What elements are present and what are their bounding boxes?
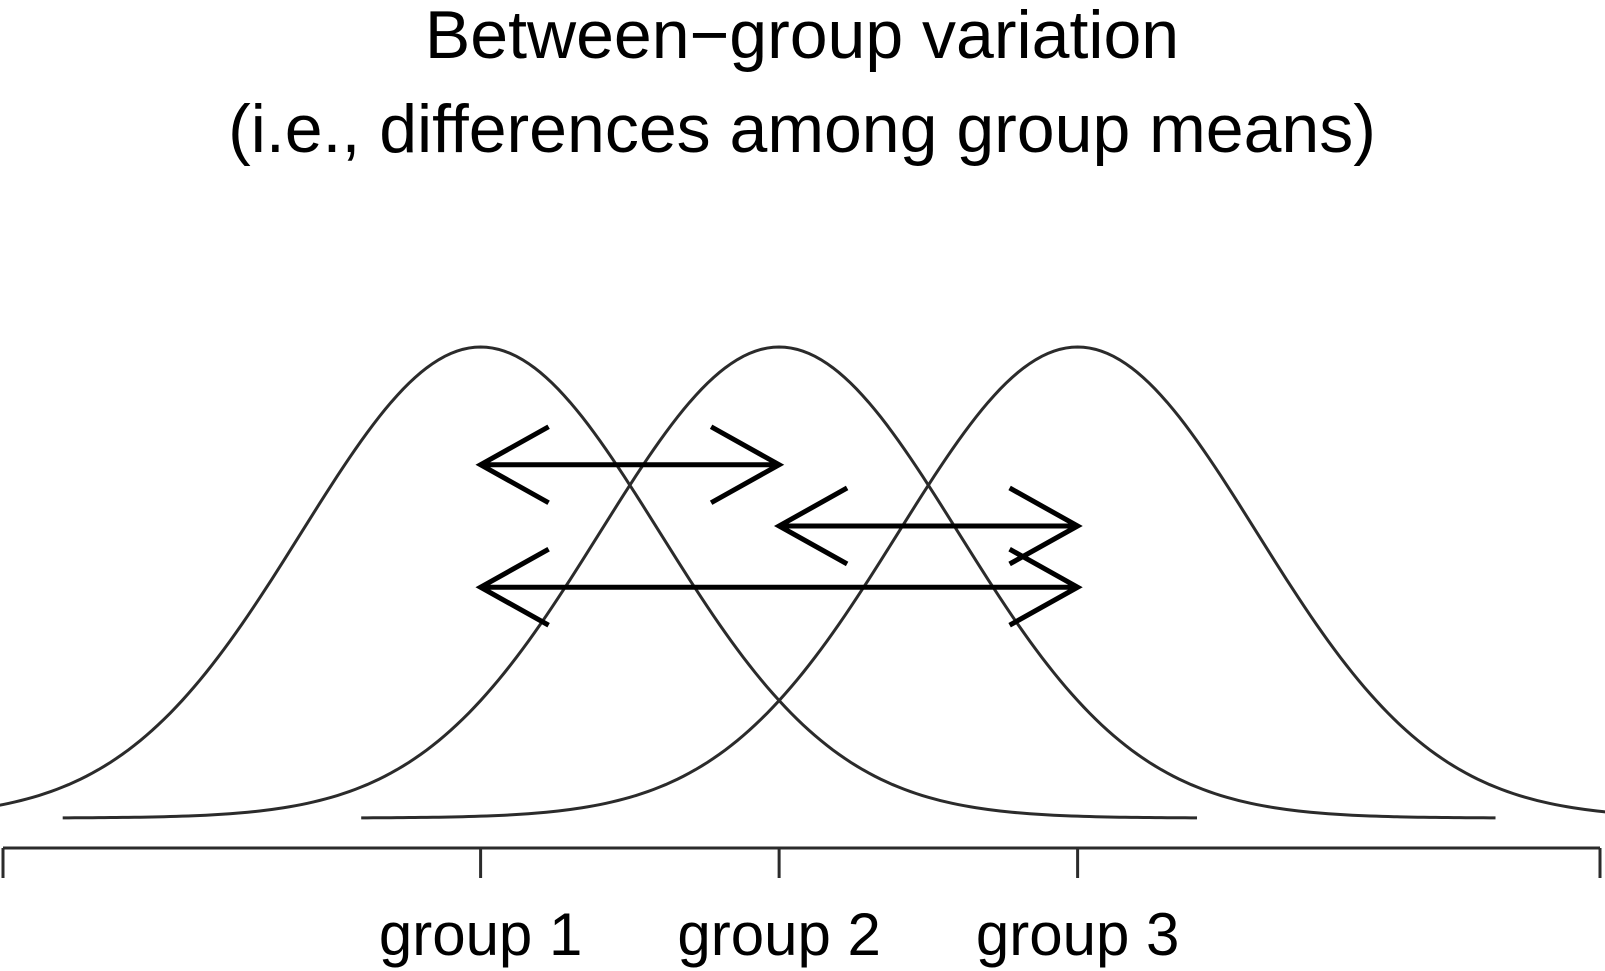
double-arrow-path [475,547,1083,628]
tick-label-group-3: group 3 [976,901,1180,968]
mean-difference-arrows [475,424,1083,628]
double-arrow-group-1-to-group-3 [475,547,1083,628]
double-arrow-group-1-to-group-2 [475,424,785,505]
tick-label-group-2: group 2 [677,901,881,968]
density-curves [0,345,1605,820]
density-curve-group-2 [62,345,1496,820]
density-curve-group-1 [0,345,1198,820]
double-arrow-path [475,424,785,505]
tick-label-group-1: group 1 [379,901,583,968]
x-axis-ticks [479,848,1080,878]
double-arrow-group-2-to-group-3 [773,485,1083,567]
density-curve-group-3 [361,345,1605,820]
title-line-1: Between−group variation [425,0,1179,73]
title-line-2: (i.e., differences among group means) [228,91,1376,167]
double-arrow-path [773,485,1083,567]
x-axis-tick-labels: group 1 group 2 group 3 [379,901,1180,968]
